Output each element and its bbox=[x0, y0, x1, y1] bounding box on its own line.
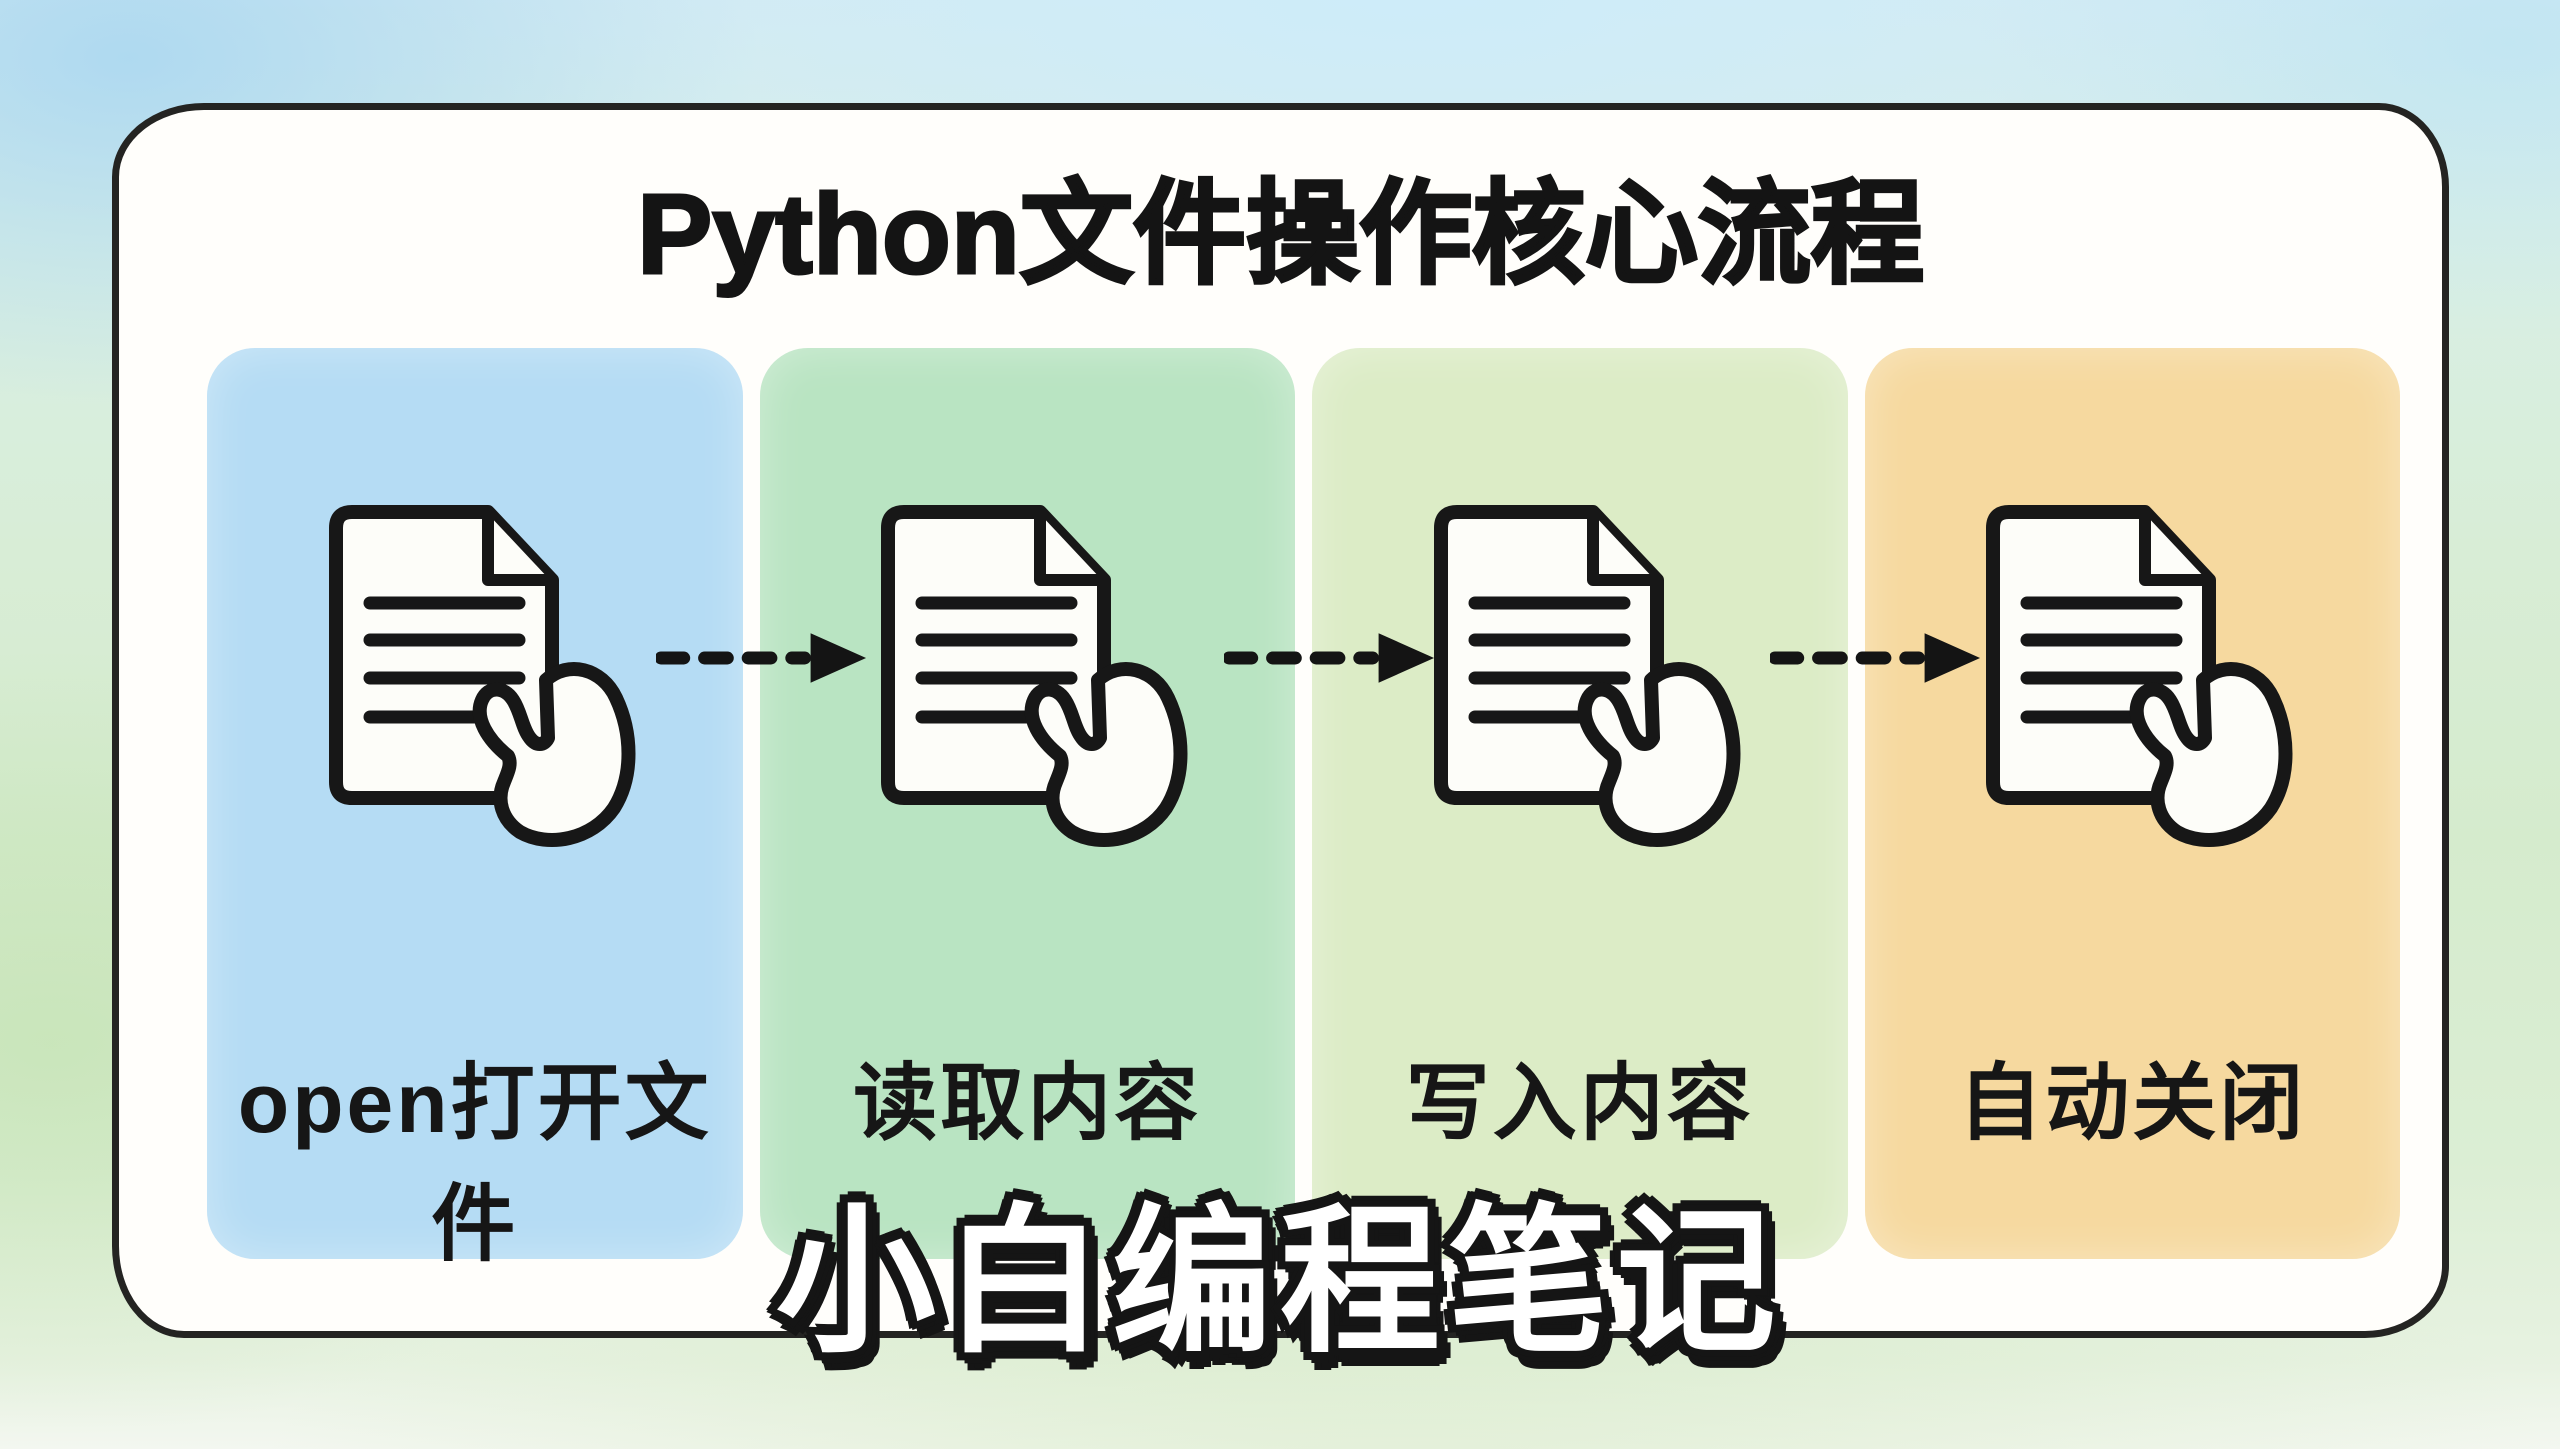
document-hand-icon bbox=[310, 488, 640, 848]
flow-arrow-icon bbox=[1224, 626, 1442, 690]
footer-text: 小白编程笔记 bbox=[775, 1192, 1784, 1371]
step-card-read: 读取内容 bbox=[759, 348, 1295, 1259]
footer-banner: 小白编程笔记 小白编程笔记 bbox=[0, 1187, 2560, 1376]
step-label-read: 读取内容 bbox=[853, 1056, 1202, 1150]
document-hand-icon bbox=[1967, 488, 2297, 848]
steps-row: open打开文件 读取内容 写入内容 自动关闭 bbox=[207, 348, 2400, 1271]
flow-arrow-icon bbox=[1770, 626, 1988, 690]
main-panel: Python文件操作核心流程 open打开文件 读取内容 写入内容 自动关闭 bbox=[112, 103, 2449, 1338]
step-label-open: open打开文件 bbox=[237, 1056, 712, 1271]
page-title: Python文件操作核心流程 bbox=[636, 169, 1926, 298]
step-card-write: 写入内容 bbox=[1312, 348, 1848, 1259]
step-label-write: 写入内容 bbox=[1405, 1056, 1754, 1150]
step-card-open: open打开文件 bbox=[207, 348, 743, 1271]
step-card-close: 自动关闭 bbox=[1864, 348, 2400, 1259]
footer-text-outline: 小白编程笔记 bbox=[769, 1187, 1784, 1376]
flow-arrow-icon bbox=[656, 626, 874, 690]
step-label-close: 自动关闭 bbox=[1958, 1056, 2307, 1150]
document-hand-icon bbox=[1415, 488, 1745, 848]
document-hand-icon bbox=[862, 488, 1192, 848]
